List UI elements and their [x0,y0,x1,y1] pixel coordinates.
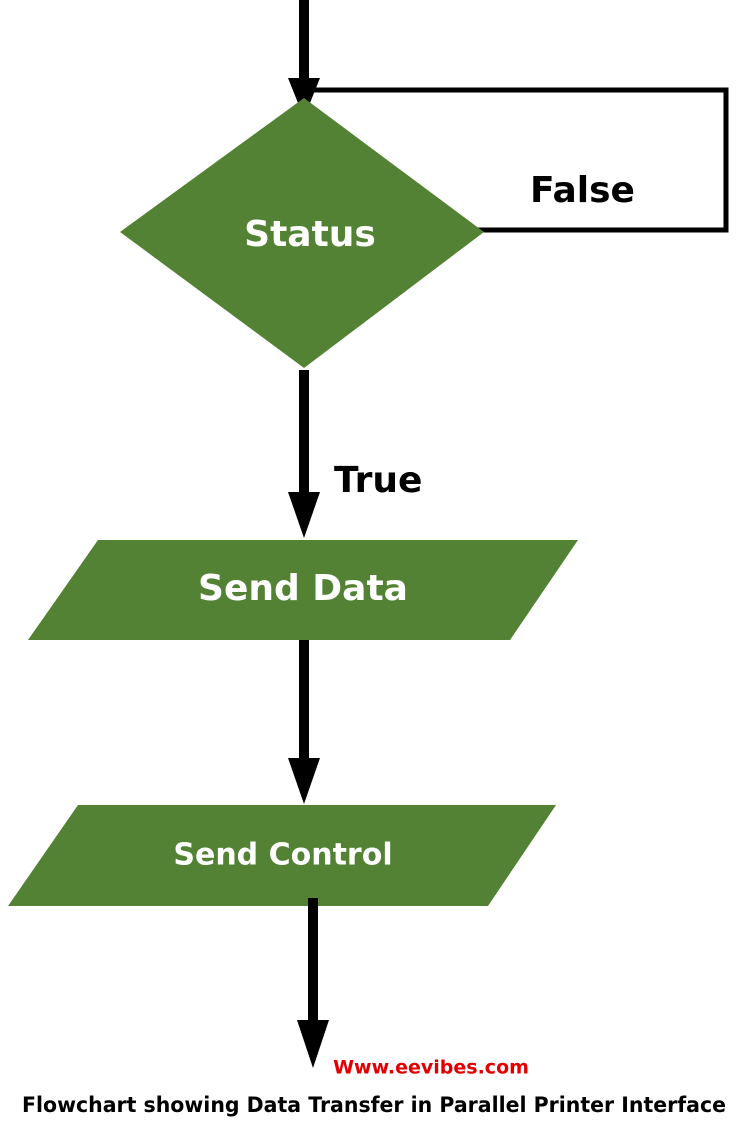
false-loop-connector [304,87,729,233]
diagram-caption: Flowchart showing Data Transfer in Paral… [22,1093,726,1117]
status-decision-label: Status [244,214,376,255]
exit-arrowhead [297,1020,329,1068]
true-arrowhead [288,492,320,538]
send-data-label: Send Data [198,568,408,609]
watermark-text: Www.eevibes.com [333,1057,529,1079]
false-edge-label: False [530,170,635,211]
data-to-control-arrowhead [288,758,320,804]
send-control-label: Send Control [173,838,392,873]
status-decision-shape [120,98,484,368]
true-edge-label: True [334,460,422,501]
send-data-shape [28,540,578,640]
send-control-shape [8,805,556,906]
